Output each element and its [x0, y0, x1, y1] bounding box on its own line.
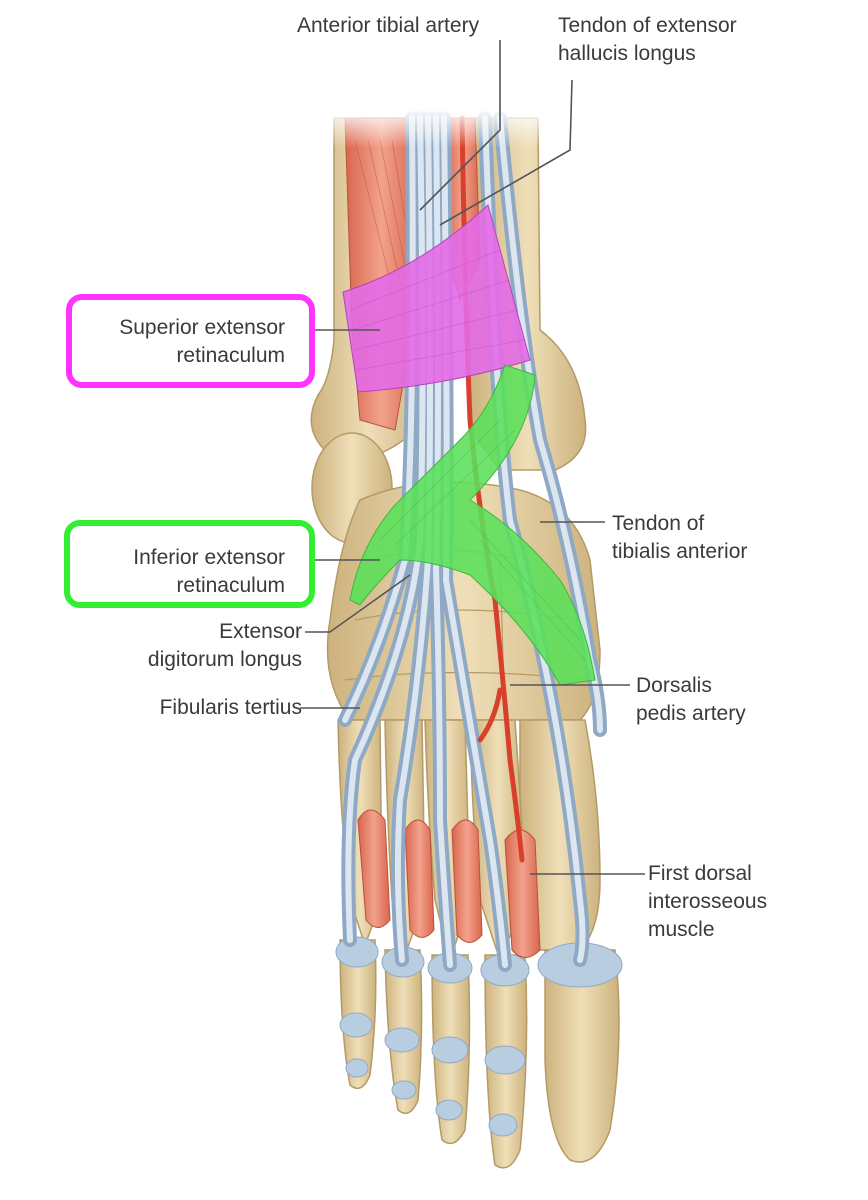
label-line: interosseous — [648, 890, 768, 913]
label-line: retinaculum — [176, 344, 285, 367]
label-anterior-tibial-artery: Anterior tibial artery — [297, 12, 479, 40]
label-line: hallucis longus — [558, 42, 696, 65]
label-dorsalis-pedis-artery: Dorsalis pedis artery — [636, 672, 746, 728]
superior-retinaculum-highlight — [66, 294, 315, 388]
label-line: pedis artery — [636, 702, 746, 725]
label-line: retinaculum — [176, 574, 285, 597]
label-line: Extensor — [219, 620, 302, 643]
label-line: Dorsalis — [636, 674, 712, 697]
interosseous-muscles — [357, 809, 541, 958]
superior-retinaculum-band — [342, 204, 531, 393]
label-line: Tendon of — [612, 512, 705, 535]
label-line: Inferior extensor — [133, 546, 285, 569]
label-line: tibialis anterior — [612, 540, 748, 563]
label-first-dorsal-interosseous-muscle: First dorsal interosseous muscle — [648, 860, 767, 944]
label-line: Anterior tibial artery — [297, 14, 480, 37]
leader-lines — [292, 40, 645, 875]
label-line: digitorum longus — [147, 648, 302, 671]
label-line: Tendon of extensor — [558, 14, 737, 37]
label-superior-extensor-retinaculum: Superior extensor retinaculum — [119, 314, 285, 370]
label-extensor-digitorum-longus: Extensor digitorum longus — [148, 618, 302, 674]
label-tendon-extensor-hallucis-longus: Tendon of extensor hallucis longus — [558, 12, 737, 68]
label-line: Superior extensor — [119, 316, 285, 339]
label-line: muscle — [648, 918, 715, 941]
inferior-retinaculum-band — [349, 364, 596, 686]
label-tendon-tibialis-anterior: Tendon of tibialis anterior — [612, 510, 747, 566]
label-line: Fibularis tertius — [159, 696, 302, 719]
label-fibularis-tertius: Fibularis tertius — [160, 694, 302, 722]
inferior-retinaculum-highlight — [64, 520, 315, 608]
label-inferior-extensor-retinaculum: Inferior extensor retinaculum — [133, 544, 285, 600]
toes — [335, 936, 623, 1169]
label-line: First dorsal — [648, 862, 752, 885]
